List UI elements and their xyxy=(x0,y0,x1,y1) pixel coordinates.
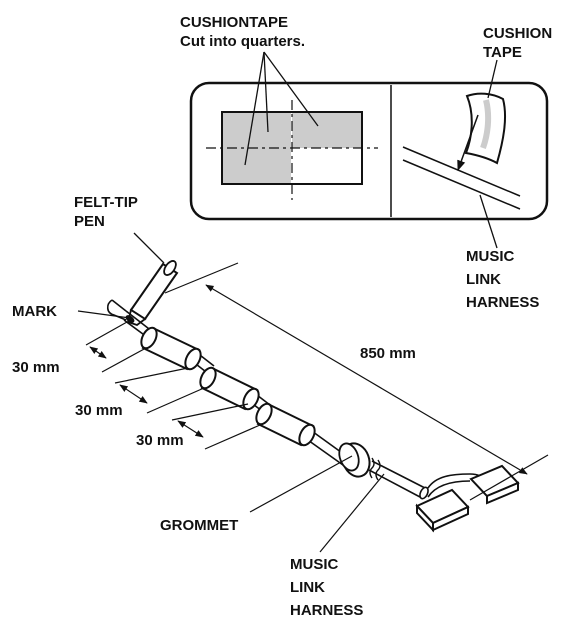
labels: CUSHIONTAPE Cut into quarters. CUSHION T… xyxy=(12,14,552,619)
leader-felt-tip xyxy=(133,232,165,264)
dim-30-c xyxy=(177,420,204,438)
ext-850-right xyxy=(469,454,549,501)
label-cushiontape: CUSHIONTAPE xyxy=(180,14,288,31)
label-felt-tip: FELT-TIP xyxy=(74,194,138,211)
mark-dot xyxy=(125,315,135,323)
label-cushion: CUSHION xyxy=(483,25,552,42)
tape-shade xyxy=(480,99,492,150)
tape-wrap-2 xyxy=(199,366,260,411)
label-harness-right-2: LINK xyxy=(466,271,501,288)
leader-cushion-tape xyxy=(487,59,498,99)
label-30mm-a: 30 mm xyxy=(12,359,60,376)
label-850mm: 850 mm xyxy=(360,345,416,362)
leader-inset-harness xyxy=(479,194,498,249)
leader-quarters-a xyxy=(263,51,269,133)
label-30mm-b: 30 mm xyxy=(75,402,123,419)
cushion-tape-quartered xyxy=(206,100,378,200)
label-harness-right-3: HARNESS xyxy=(466,294,539,311)
label-30mm-c: 30 mm xyxy=(136,432,184,449)
leader-harness-bottom xyxy=(319,473,385,553)
label-tape: TAPE xyxy=(483,44,522,61)
inset-harness-line-bottom xyxy=(402,159,521,210)
ext-850-left xyxy=(164,262,239,294)
label-harness-right-1: MUSIC xyxy=(466,248,515,265)
label-harness-bottom-3: HARNESS xyxy=(290,602,363,619)
inset-harness-line-top xyxy=(402,146,521,197)
label-cut-into-quarters: Cut into quarters. xyxy=(180,33,305,50)
harness-connector xyxy=(415,464,520,533)
inset-panel xyxy=(189,51,549,249)
label-mark: MARK xyxy=(12,303,57,320)
wrap-arrow xyxy=(457,114,479,171)
main-harness xyxy=(106,299,520,533)
felt-tip-pen xyxy=(126,232,179,327)
label-harness-bottom-1: MUSIC xyxy=(290,556,339,573)
dimensions xyxy=(85,262,549,501)
grommet xyxy=(338,442,371,478)
inset-frame xyxy=(189,81,549,221)
dim-850 xyxy=(205,284,528,475)
leader-mark xyxy=(77,310,131,319)
leader-grommet xyxy=(249,455,353,513)
leader-quarters-b xyxy=(244,51,265,166)
label-harness-bottom-2: LINK xyxy=(290,579,325,596)
tape-wrap-3 xyxy=(255,402,316,447)
dim-30-b xyxy=(119,384,148,404)
dim-30-a xyxy=(89,346,107,359)
leader-quarters-c xyxy=(263,51,319,127)
label-grommet: GROMMET xyxy=(160,517,238,534)
label-pen: PEN xyxy=(74,213,105,230)
tape-wrap-1 xyxy=(140,326,202,371)
